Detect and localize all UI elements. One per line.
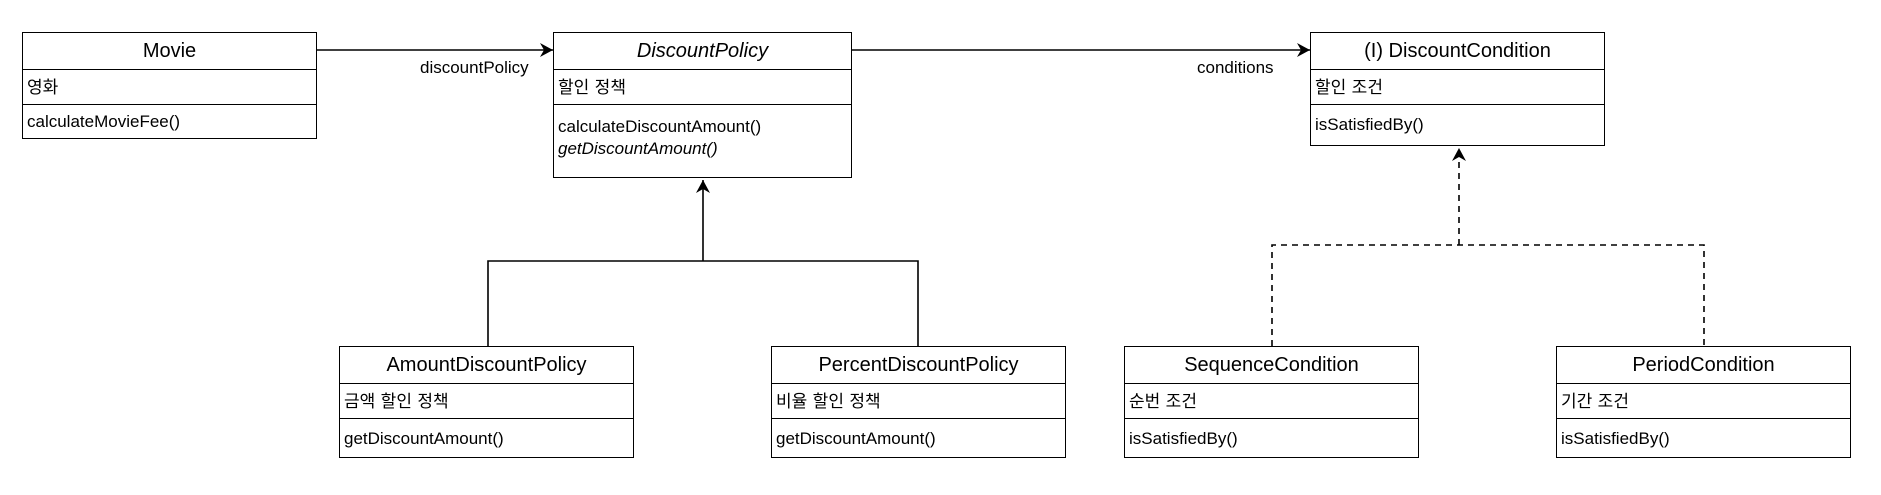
operation: getDiscountAmount()	[344, 429, 504, 448]
generalization-policies	[487, 180, 919, 346]
class-name: AmountDiscountPolicy	[340, 347, 633, 384]
class-operations: calculateMovieFee()	[23, 105, 316, 133]
class-amount-discount-policy[interactable]: AmountDiscountPolicy 금액 할인 정책 getDiscoun…	[339, 346, 634, 458]
realization-conditions	[1271, 148, 1705, 346]
class-name: DiscountPolicy	[554, 33, 851, 70]
class-name: (I) DiscountCondition	[1311, 33, 1604, 70]
operation: isSatisfiedBy()	[1315, 115, 1424, 134]
class-operations: getDiscountAmount()	[772, 419, 1065, 450]
class-name: PercentDiscountPolicy	[772, 347, 1065, 384]
class-sequence-condition[interactable]: SequenceCondition 순번 조건 isSatisfiedBy()	[1124, 346, 1419, 458]
operation: calculateMovieFee()	[27, 112, 181, 131]
class-attributes: 순번 조건	[1125, 384, 1418, 419]
class-attributes: 금액 할인 정책	[340, 384, 633, 419]
class-name: PeriodCondition	[1557, 347, 1850, 384]
class-attributes: 할인 조건	[1311, 70, 1604, 105]
class-attributes: 비율 할인 정책	[772, 384, 1065, 419]
class-percent-discount-policy[interactable]: PercentDiscountPolicy 비율 할인 정책 getDiscou…	[771, 346, 1066, 458]
operation: calculateDiscountAmount()	[558, 117, 762, 136]
class-attributes: 할인 정책	[554, 70, 851, 105]
operation-abstract: getDiscountAmount()	[558, 139, 718, 158]
class-discount-policy[interactable]: DiscountPolicy 할인 정책 calculateDiscountAm…	[553, 32, 852, 178]
class-operations: getDiscountAmount()	[340, 419, 633, 450]
operation: isSatisfiedBy()	[1129, 429, 1238, 448]
class-attributes: 영화	[23, 70, 316, 105]
association-label-conditions: conditions	[1197, 58, 1274, 77]
class-movie[interactable]: Movie 영화 calculateMovieFee()	[22, 32, 317, 139]
class-attributes: 기간 조건	[1557, 384, 1850, 419]
operation: isSatisfiedBy()	[1561, 429, 1670, 448]
class-discount-condition[interactable]: (I) DiscountCondition 할인 조건 isSatisfiedB…	[1310, 32, 1605, 146]
association-label-discountPolicy: discountPolicy	[420, 58, 529, 77]
class-period-condition[interactable]: PeriodCondition 기간 조건 isSatisfiedBy()	[1556, 346, 1851, 458]
class-operations: isSatisfiedBy()	[1125, 419, 1418, 450]
operation: getDiscountAmount()	[776, 429, 936, 448]
class-operations: calculateDiscountAmount() getDiscountAmo…	[554, 105, 851, 160]
class-name: SequenceCondition	[1125, 347, 1418, 384]
class-operations: isSatisfiedBy()	[1311, 105, 1604, 136]
class-name: Movie	[23, 33, 316, 70]
class-operations: isSatisfiedBy()	[1557, 419, 1850, 450]
